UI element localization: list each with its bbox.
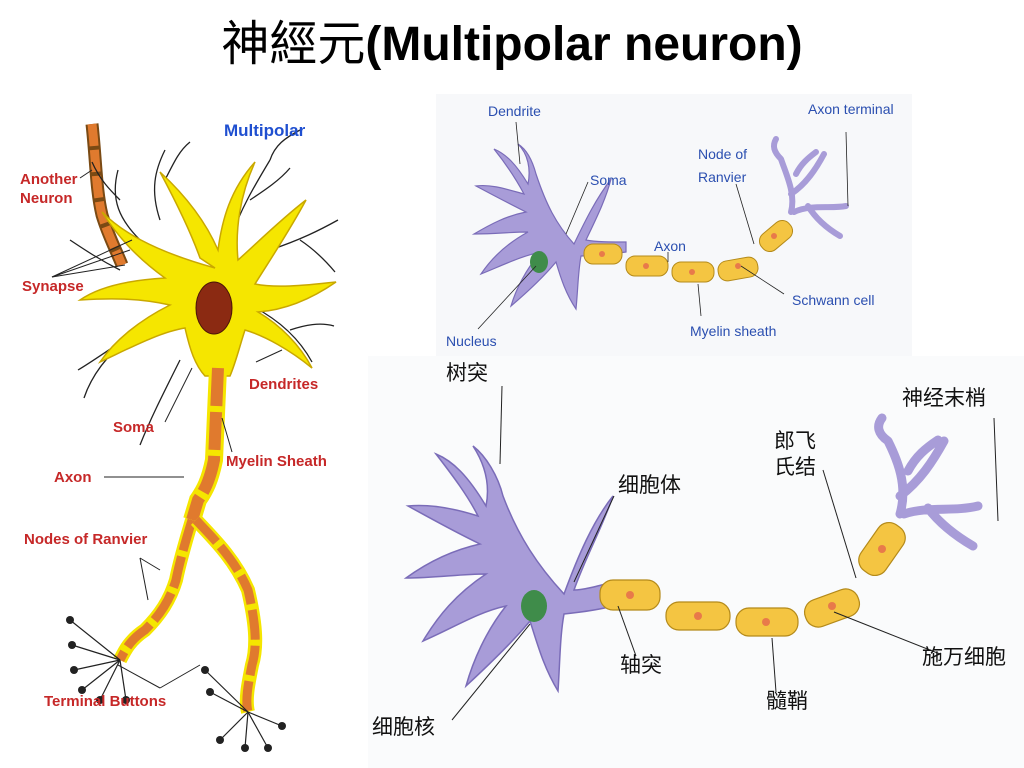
label-another-neuron-line1: Another: [20, 171, 78, 188]
page-title: 神經元(Multipolar neuron): [0, 4, 1024, 84]
zh-label-schwann-cell: 施万细胞: [922, 645, 1006, 669]
zh-label-dendrite: 树突: [446, 361, 488, 385]
label-nodes-of-ranvier: Nodes of Ranvier: [24, 531, 148, 548]
en-label-myelin-sheath: Myelin sheath: [690, 323, 776, 339]
dendrite-branches: [69, 129, 339, 446]
zh-label-nucleus: 细胞核: [372, 715, 435, 739]
label-synapse: Synapse: [22, 278, 84, 295]
en-label-soma: Soma: [590, 172, 627, 188]
label-soma: Soma: [113, 419, 155, 436]
zh-label-myelin-sheath: 髓鞘: [766, 689, 808, 713]
another-neuron-axon: [85, 123, 129, 268]
english-neuron-svg: Dendrite Axon terminal Soma Node of Ranv…: [446, 101, 894, 349]
terminal-buttons-left: [69, 619, 127, 701]
multipolar-heading: Multipolar: [224, 121, 306, 140]
schwann-nuclei-zh: [626, 545, 886, 626]
label-another-neuron-line2: Neuron: [20, 190, 73, 207]
title-english: (Multipolar neuron): [365, 18, 803, 71]
chinese-neuron-svg: 树突 神经末梢 郎飞 氏结 细胞体 轴突 施万细胞 髓鞘 细胞核: [372, 361, 1006, 739]
english-neuron-diagram: Dendrite Axon terminal Soma Node of Ranv…: [436, 94, 912, 356]
en-label-node-line2: Ranvier: [698, 169, 747, 185]
title-chinese: 神經元: [221, 16, 366, 72]
pointer-lines-zh: [451, 385, 999, 721]
multipolar-neuron-svg: Multipolar Another Neuron Synapse Dendri…: [20, 121, 339, 752]
multipolar-neuron-diagram: Multipolar Another Neuron Synapse Dendri…: [0, 100, 360, 768]
en-label-node-line1: Node of: [698, 146, 747, 162]
en-label-schwann-cell: Schwann cell: [792, 292, 875, 308]
axon-terminal-en: [770, 136, 849, 239]
chinese-neuron-diagram: 树突 神经末梢 郎飞 氏结 细胞体 轴突 施万细胞 髓鞘 细胞核: [368, 356, 1024, 768]
purple-cell-zh: [403, 445, 614, 694]
en-label-dendrite: Dendrite: [488, 103, 541, 119]
en-label-axon-terminal: Axon terminal: [808, 101, 894, 117]
terminal-button-dots-left: [66, 616, 130, 704]
pointer-lines-en: [477, 121, 849, 330]
zh-label-node-line2: 氏结: [774, 455, 816, 479]
label-myelin-sheath: Myelin Sheath: [226, 453, 327, 470]
soma-body: [77, 161, 337, 377]
left-nucleus: [195, 281, 233, 335]
label-axon: Axon: [54, 469, 92, 486]
terminal-buttons-right: [204, 669, 283, 749]
purple-cell-en: [471, 143, 627, 311]
left-axon: [113, 367, 263, 714]
terminal-button-dots-right: [201, 666, 286, 752]
schwann-cells-zh: [599, 521, 906, 637]
axon-terminal-zh: [874, 413, 983, 551]
left-pointer-lines: [51, 169, 283, 689]
en-label-axon: Axon: [654, 238, 686, 254]
zh-label-node-line1: 郎飞: [774, 429, 816, 453]
en-label-nucleus: Nucleus: [446, 333, 497, 349]
zh-label-axon-terminal: 神经末梢: [902, 386, 986, 410]
zh-label-soma: 细胞体: [618, 473, 681, 497]
schwann-nuclei-en: [599, 233, 777, 275]
label-terminal-buttons: Terminal Buttons: [44, 693, 166, 710]
label-dendrites: Dendrites: [249, 376, 318, 393]
zh-label-axon: 轴突: [620, 653, 662, 677]
green-nucleus-zh: [521, 590, 547, 622]
